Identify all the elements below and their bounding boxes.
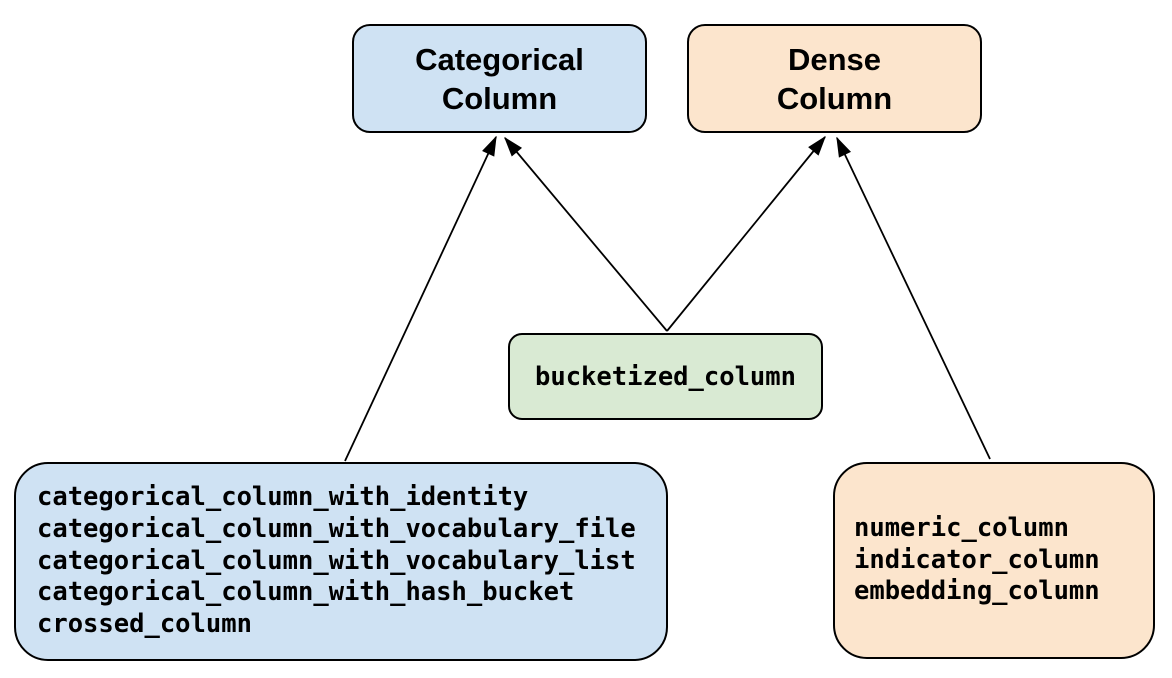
list-item: categorical_column_with_hash_bucket bbox=[37, 577, 575, 608]
edge-dense-functions-to-dense-column bbox=[836, 138, 991, 460]
dense-column-label: Dense Column bbox=[776, 41, 893, 116]
categorical-functions-box: categorical_column_with_identity categor… bbox=[14, 462, 668, 661]
categorical-column-label: Categorical Column bbox=[415, 41, 584, 116]
list-item: embedding_column bbox=[854, 576, 1100, 607]
bucketized-column-box: bucketized_column bbox=[508, 333, 823, 420]
dense-column-box: Dense Column bbox=[687, 24, 982, 133]
bucketized-column-label: bucketized_column bbox=[535, 361, 796, 392]
dense-functions-box: numeric_column indicator_column embeddin… bbox=[833, 462, 1155, 659]
list-item: categorical_column_with_vocabulary_list bbox=[37, 545, 636, 576]
edge-bucketized-to-dense-column bbox=[666, 137, 825, 332]
list-item: numeric_column bbox=[854, 512, 1069, 543]
list-item: categorical_column_with_identity bbox=[37, 482, 529, 513]
categorical-column-box: Categorical Column bbox=[352, 24, 647, 133]
edge-bucketized-to-categorical-column bbox=[505, 138, 668, 332]
list-item: crossed_column bbox=[37, 609, 252, 640]
edge-categorical-functions-to-categorical-column bbox=[344, 137, 497, 462]
list-item: categorical_column_with_vocabulary_file bbox=[37, 513, 636, 544]
list-item: indicator_column bbox=[854, 544, 1100, 575]
